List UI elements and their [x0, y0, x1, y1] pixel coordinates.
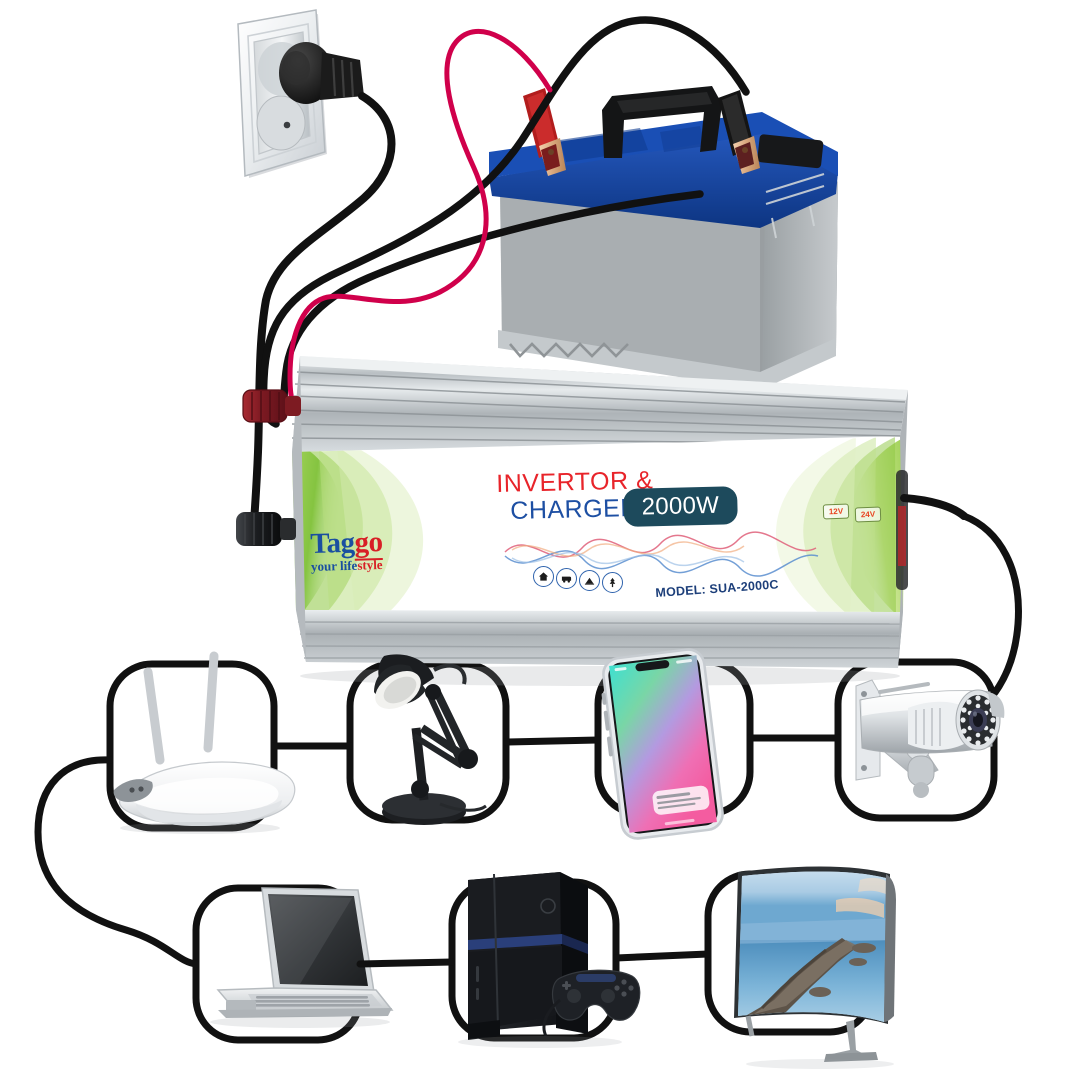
wall-socket-group	[237, 9, 364, 178]
socket-lower-hole	[256, 95, 306, 151]
cable-console-to-tv	[612, 950, 712, 962]
laptop-device	[210, 887, 394, 1028]
tv-screen-image	[738, 871, 886, 1022]
negative-terminal	[236, 512, 296, 546]
television-device	[734, 866, 896, 1069]
voltage-badge-24v-label: 24V	[860, 509, 876, 519]
cctv-camera-device	[855, 679, 1005, 798]
inverter-unit	[236, 356, 968, 686]
voltage-badge-24v: 24V	[854, 506, 882, 523]
wifi-router-device	[113, 651, 296, 834]
caravan-icon	[556, 568, 577, 589]
cable-output-stub	[900, 494, 968, 520]
tree-icon	[602, 572, 623, 593]
negative-clamp	[718, 90, 760, 174]
voltage-badge-12v-label: 12V	[828, 506, 844, 516]
desk-lamp-device	[374, 654, 487, 825]
positive-clamp	[523, 88, 566, 176]
supply-cables	[250, 16, 750, 532]
frame-link-cables	[270, 734, 842, 968]
cable-lamp-to-phone	[502, 736, 602, 746]
positive-terminal	[242, 389, 301, 423]
inverter-left-cap	[292, 356, 306, 662]
cable-battery-positive	[287, 29, 553, 407]
game-console-device	[458, 872, 641, 1048]
home-icon	[533, 566, 554, 587]
cable-laptop-to-console	[356, 958, 456, 968]
smartphone-device	[601, 648, 724, 840]
cable-battery-negative	[259, 16, 750, 428]
cable-battery-run	[280, 190, 704, 416]
inverter-bottom-fins	[296, 610, 903, 668]
inverter-label-panel	[292, 437, 905, 612]
game-controller	[551, 969, 641, 1021]
tent-icon	[579, 570, 600, 591]
cable-ac-to-inverter	[250, 92, 396, 532]
voltage-badge-12v: 12V	[822, 503, 850, 520]
car-battery-group	[489, 86, 838, 390]
cable-router-to-laptop	[34, 756, 200, 968]
